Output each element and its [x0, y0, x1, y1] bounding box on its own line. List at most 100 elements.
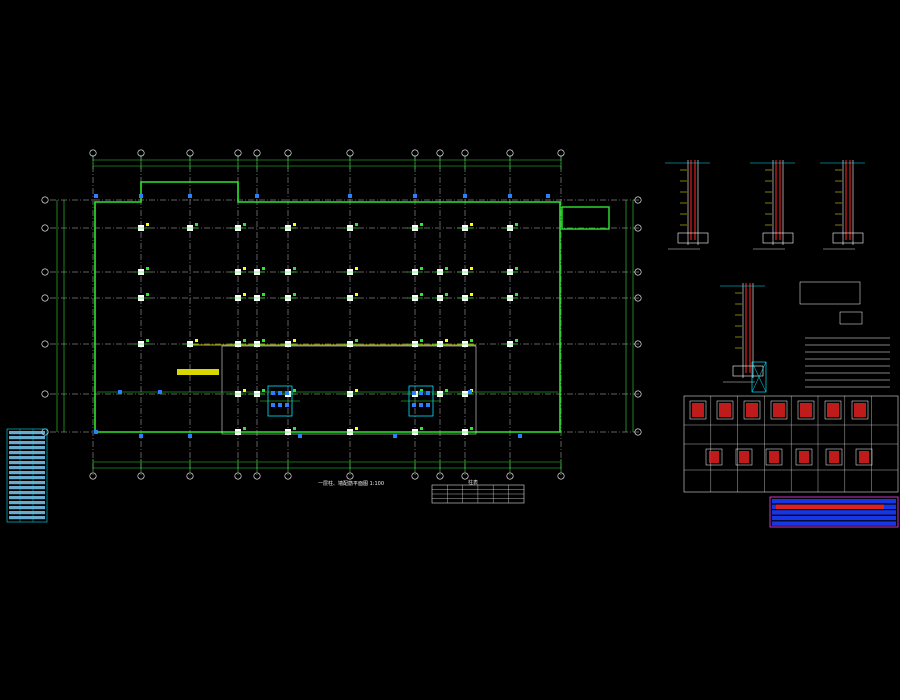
wall-end-section [829, 451, 839, 463]
blue-marker [94, 430, 98, 434]
legend-row [9, 496, 45, 500]
core-bar [278, 403, 282, 407]
column-section-outline [851, 400, 869, 420]
legend-row [9, 471, 45, 475]
wall-section-details [665, 160, 890, 393]
column-tag [470, 293, 473, 296]
legend-row [9, 491, 45, 495]
axis-bubble-top [346, 149, 354, 157]
column-tag [293, 427, 296, 430]
column-markers [94, 194, 550, 438]
column-schedule-table [431, 484, 525, 504]
wall-end-section [769, 451, 779, 463]
column-tag [146, 267, 149, 270]
blue-marker [298, 434, 302, 438]
column-tag [243, 267, 246, 270]
wall-end-section [739, 451, 749, 463]
section-footing [732, 365, 764, 377]
column-tag [293, 267, 296, 270]
axis-bubble-right [634, 268, 642, 276]
blue-marker [413, 194, 417, 198]
axis-bubble-bottom [411, 472, 419, 480]
legend-row [9, 511, 45, 515]
column-tag [355, 223, 358, 226]
axis-bubble-top [234, 149, 242, 157]
column-tag [470, 267, 473, 270]
column-tag [243, 339, 246, 342]
column-section-outline [716, 400, 734, 420]
blue-marker [348, 194, 352, 198]
legend-row [9, 461, 45, 465]
axis-bubble-bottom [234, 472, 242, 480]
wall-end-outline [825, 448, 843, 466]
axis-bubble-left [41, 340, 49, 348]
legend-row [9, 436, 45, 440]
blue-marker [508, 194, 512, 198]
axis-bubble-right [634, 294, 642, 302]
column-tag [243, 427, 246, 430]
schedule-title: 柱表 [468, 480, 479, 486]
column-tag [420, 293, 423, 296]
column-tag [262, 267, 265, 270]
column-tag [355, 267, 358, 270]
column-tag [243, 293, 246, 296]
axis-bubble-bottom [346, 472, 354, 480]
wall-end-outline [765, 448, 783, 466]
core-bar [278, 391, 282, 395]
column-section [827, 403, 839, 417]
blue-marker [393, 434, 397, 438]
column-tag [293, 223, 296, 226]
blue-marker [158, 390, 162, 394]
column-tag [420, 427, 423, 430]
column-section [719, 403, 731, 417]
column-tag [445, 339, 448, 342]
column-tag [146, 339, 149, 342]
joint-detail [799, 281, 861, 305]
wall-end-outline [705, 448, 723, 466]
axis-bubble-left [41, 390, 49, 398]
legend-row [9, 451, 45, 455]
column-tag [420, 389, 423, 392]
wall-end-section [859, 451, 869, 463]
column-tag [420, 267, 423, 270]
core-bar [426, 403, 430, 407]
column-section [692, 403, 704, 417]
legend-row [9, 431, 45, 435]
notes-row-highlight [776, 504, 884, 509]
axis-bubble-bottom [89, 472, 97, 480]
notes-row [772, 499, 896, 504]
legend-row [9, 501, 45, 505]
left-legend-table [6, 428, 48, 523]
blue-marker [463, 194, 467, 198]
column-tag [146, 223, 149, 226]
column-section [773, 403, 785, 417]
wall-end-outline [795, 448, 813, 466]
axis-bubble-bottom [253, 472, 261, 480]
blue-marker [188, 434, 192, 438]
column-tag [515, 339, 518, 342]
axis-bubble-top [284, 149, 292, 157]
axis-bubble-top [186, 149, 194, 157]
core-bar [412, 391, 416, 395]
column-detail-grid [683, 395, 899, 493]
blue-marker [546, 194, 550, 198]
legend-row [9, 486, 45, 490]
axis-bubbles [41, 149, 642, 480]
pit-diag [751, 361, 767, 393]
core-bar [271, 403, 275, 407]
column-section-outline [743, 400, 761, 420]
column-tag [262, 339, 265, 342]
outer-wall [94, 181, 561, 433]
blue-marker [118, 390, 122, 394]
axis-bubble-bottom [137, 472, 145, 480]
section-footing [832, 232, 864, 244]
core-bar [419, 391, 423, 395]
blue-marker [139, 434, 143, 438]
core-details [260, 385, 441, 417]
column-tag [445, 389, 448, 392]
axis-bubble-top [506, 149, 514, 157]
axis-bubble-bottom [557, 472, 565, 480]
axis-bubble-top [89, 149, 97, 157]
pit-box [751, 361, 767, 393]
